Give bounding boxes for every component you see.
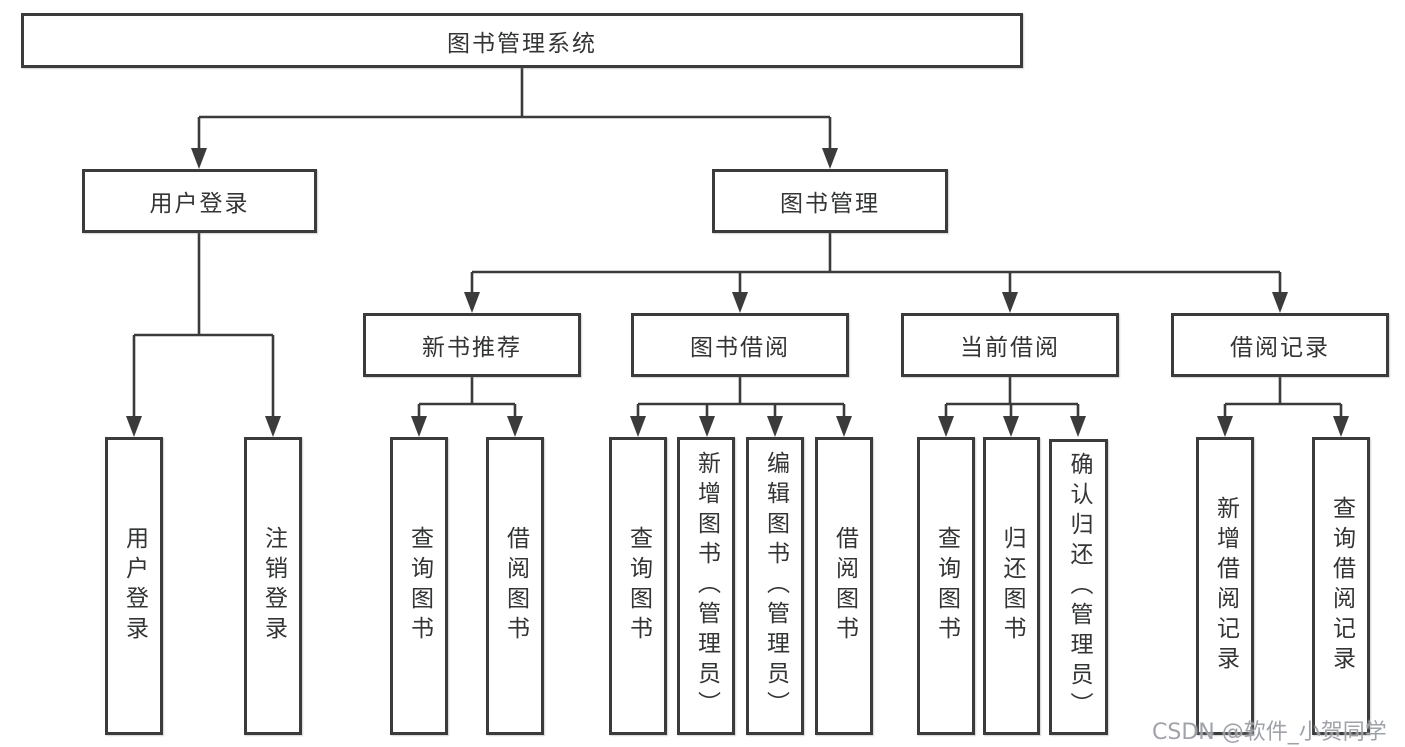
leaf-add-borrow-record-label: 新增借阅记录 — [1212, 496, 1239, 676]
leaf-edit-books-admin-label: 编辑图书（管理员） — [762, 451, 789, 721]
node-current-borrowing-label: 当前借阅 — [960, 335, 1060, 361]
leaf-add-borrow-record: 新增借阅记录 — [1196, 437, 1254, 735]
node-borrow-records: 借阅记录 — [1171, 313, 1389, 377]
node-current-borrowing: 当前借阅 — [901, 313, 1119, 377]
leaf-query-books-1: 查询图书 — [390, 437, 448, 735]
leaf-query-books-3-label: 查询图书 — [933, 526, 960, 646]
node-user-login: 用户登录 — [82, 169, 317, 233]
leaf-borrow-books-1: 借阅图书 — [486, 437, 544, 735]
node-book-management: 图书管理 — [712, 169, 948, 233]
node-new-book-recommend-label: 新书推荐 — [422, 335, 522, 361]
csdn-watermark: CSDN @软件_小贺同学 — [1152, 720, 1387, 745]
leaf-query-borrow-record-label: 查询借阅记录 — [1328, 496, 1355, 676]
leaf-borrow-books-2: 借阅图书 — [815, 437, 873, 735]
node-book-borrowing: 图书借阅 — [631, 313, 849, 377]
leaf-confirm-return-admin-label: 确认归还（管理员） — [1066, 452, 1092, 722]
leaf-query-books-3: 查询图书 — [917, 437, 975, 735]
leaf-confirm-return-admin: 确认归还（管理员） — [1049, 439, 1108, 735]
leaf-borrow-books-1-label: 借阅图书 — [502, 526, 529, 646]
node-library-system: 图书管理系统 — [21, 13, 1023, 68]
leaf-add-books-admin: 新增图书（管理员） — [677, 437, 735, 735]
node-library-system-label: 图书管理系统 — [447, 30, 597, 57]
leaf-borrow-books-2-label: 借阅图书 — [831, 526, 858, 646]
node-book-management-label: 图书管理 — [780, 191, 880, 217]
leaf-edit-books-admin: 编辑图书（管理员） — [746, 437, 804, 735]
node-new-book-recommend: 新书推荐 — [363, 313, 581, 377]
node-book-borrowing-label: 图书借阅 — [690, 335, 790, 361]
leaf-logout-label: 注销登录 — [260, 526, 287, 646]
leaf-query-borrow-record: 查询借阅记录 — [1312, 437, 1370, 735]
leaf-query-books-2-label: 查询图书 — [625, 526, 652, 646]
leaf-return-books: 归还图书 — [983, 437, 1040, 735]
leaf-query-books-1-label: 查询图书 — [406, 526, 433, 646]
node-user-login-label: 用户登录 — [149, 191, 250, 217]
node-borrow-records-label: 借阅记录 — [1230, 335, 1330, 361]
leaf-user-login: 用户登录 — [105, 437, 163, 735]
leaf-user-login-label: 用户登录 — [121, 526, 148, 646]
leaf-add-books-admin-label: 新增图书（管理员） — [693, 451, 720, 721]
leaf-logout: 注销登录 — [244, 437, 302, 735]
leaf-query-books-2: 查询图书 — [609, 437, 667, 735]
leaf-return-books-label: 归还图书 — [999, 526, 1025, 646]
arrowheads — [126, 148, 1349, 437]
